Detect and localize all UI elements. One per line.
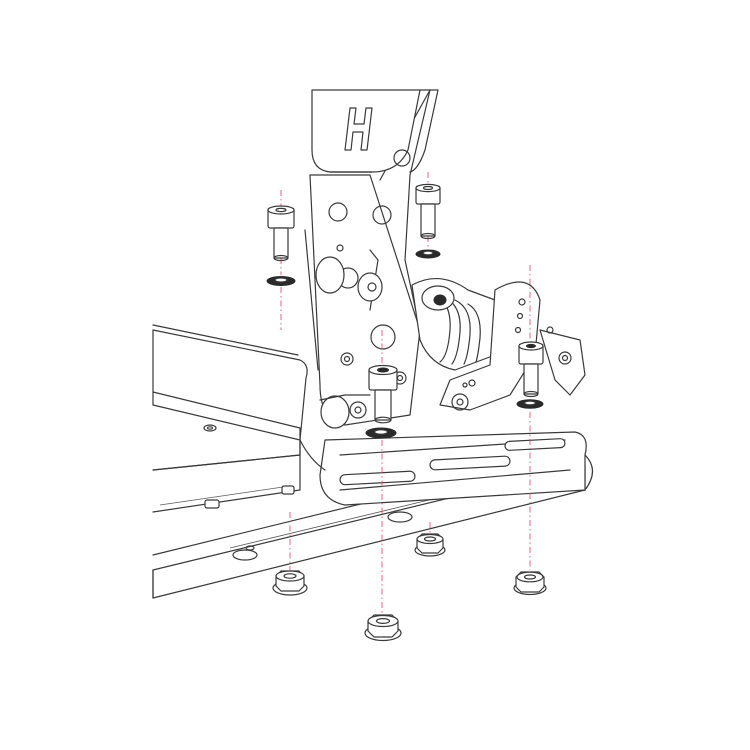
rear-bracket-plate xyxy=(439,281,586,411)
cap-screw-bolt-2 xyxy=(415,183,441,259)
pedal-base-bracket xyxy=(299,431,594,506)
cap-screw-bolt-1 xyxy=(266,205,296,286)
flange-nut-4 xyxy=(513,571,547,596)
lower-pivot xyxy=(319,394,371,429)
cap-screw-bolt-3 xyxy=(365,364,398,439)
floor-plate xyxy=(152,324,308,513)
flange-nut-3 xyxy=(364,614,402,642)
cap-screw-bolt-4 xyxy=(516,341,544,409)
brand-h-logo-icon xyxy=(344,107,373,151)
flange-nut-1 xyxy=(272,570,308,596)
flange-nut-2 xyxy=(414,533,446,557)
pedal-face xyxy=(311,89,439,173)
spring-damper-assembly xyxy=(315,256,501,371)
